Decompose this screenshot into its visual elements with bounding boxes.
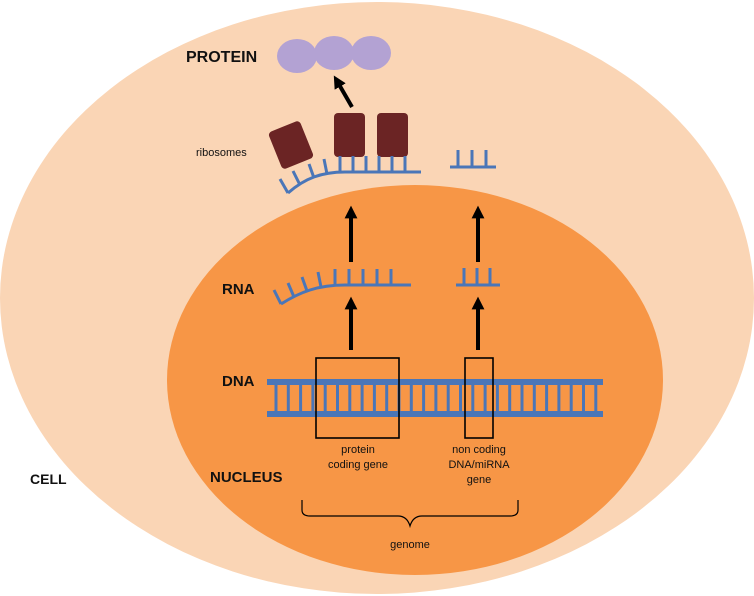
genome-label: genome (390, 539, 430, 551)
protein-label: PROTEIN (186, 49, 258, 66)
cytoplasm-mirna (450, 150, 496, 169)
protein-chain (277, 36, 391, 73)
genome-brace (301, 500, 519, 529)
ribosomes-label: ribosomes (196, 147, 247, 159)
noncoding-gene-label: non coding DNA/miRNA gene (448, 444, 510, 486)
protein-bead (351, 36, 391, 70)
ribosome (268, 121, 314, 169)
nuclear-mrna (272, 269, 411, 306)
protein-bead (277, 39, 317, 73)
ribosomes (268, 113, 408, 169)
ribosome (377, 113, 408, 157)
protein-bead (314, 36, 354, 70)
dna-double-strand (267, 379, 603, 417)
protein-coding-gene-label: protein coding gene (328, 444, 388, 471)
protein-coding-gene-box (315, 357, 400, 439)
cytoplasm-mrna (278, 156, 421, 195)
nuclear-mirna (456, 268, 500, 287)
translation-arrow (333, 75, 354, 108)
rna-label: RNA (222, 281, 255, 298)
dna-label: DNA (222, 373, 255, 390)
ribosome (334, 113, 365, 157)
nucleus-label: NUCLEUS (210, 469, 283, 486)
noncoding-gene-box (464, 357, 494, 439)
cell-label: CELL (30, 471, 67, 487)
